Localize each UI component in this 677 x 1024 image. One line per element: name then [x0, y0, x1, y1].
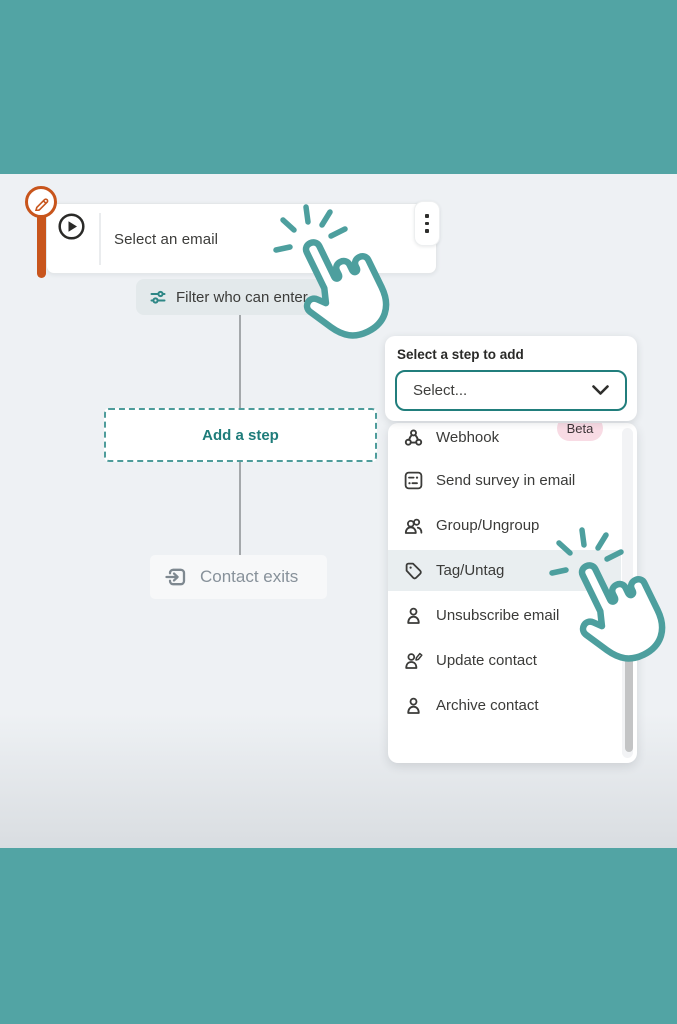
step-select-dropdown[interactable]: Select...: [395, 370, 627, 411]
pencil-icon: [34, 197, 48, 211]
exit-icon: [165, 568, 186, 586]
step-menu-button[interactable]: [414, 201, 440, 246]
filter-chip[interactable]: Filter who can enter: [136, 279, 345, 315]
step-picker-item-update-contact[interactable]: Update contact: [388, 638, 637, 683]
person-edit-icon: [404, 651, 423, 670]
webhook-icon: [404, 428, 423, 447]
click-hand-cursor: [549, 527, 666, 662]
step-item-label: Webhook: [436, 429, 500, 446]
step-item-label: Tag/Untag: [436, 562, 505, 579]
tag-icon: [404, 561, 423, 580]
group-icon: [404, 516, 423, 535]
card-divider: [99, 213, 101, 265]
beta-badge: Beta: [557, 423, 603, 441]
filter-chip-label: Filter who can enter: [176, 288, 308, 306]
chevron-down-icon: [592, 385, 609, 395]
step-item-label: Archive contact: [436, 697, 539, 714]
connector-line: [239, 462, 241, 555]
click-hand-cursor: [273, 204, 390, 339]
step-item-label: Group/Ungroup: [436, 517, 540, 534]
add-step-button[interactable]: Add a step: [104, 408, 377, 462]
step-picker-item-webhook[interactable]: Webhook Beta: [388, 423, 637, 460]
bottom-teal-band: [0, 848, 677, 1024]
add-step-label: Add a step: [202, 426, 279, 444]
person-icon: [404, 606, 423, 625]
play-icon: [58, 213, 85, 240]
person-icon: [404, 696, 423, 715]
step-picker-title: Select a step to add: [397, 347, 524, 362]
sliders-icon: [150, 290, 166, 304]
edit-marker-bar: [37, 210, 46, 278]
step-item-label: Unsubscribe email: [436, 607, 560, 624]
contact-exits-step: Contact exits: [150, 555, 327, 599]
step-item-label: Send survey in email: [436, 472, 576, 489]
email-step-label: Select an email: [114, 231, 219, 248]
kebab-menu-icon: [425, 214, 429, 218]
edit-pencil-badge[interactable]: [25, 186, 57, 218]
contact-exits-label: Contact exits: [200, 567, 299, 586]
connector-line: [239, 315, 241, 408]
click-sparks-icon: [549, 527, 624, 576]
scrollbar-thumb[interactable]: [625, 648, 633, 752]
step-picker-item-survey[interactable]: Send survey in email: [388, 458, 637, 503]
step-select-value: Select...: [413, 382, 468, 399]
step-picker-item-unsubscribe[interactable]: Unsubscribe email: [388, 593, 637, 638]
step-item-label: Update contact: [436, 652, 537, 669]
click-sparks-icon: [273, 204, 348, 253]
step-picker-item-group[interactable]: Group/Ungroup: [388, 503, 637, 548]
step-picker-item-archive-contact[interactable]: Archive contact: [388, 683, 637, 728]
top-teal-band: [0, 0, 677, 174]
step-picker-panel: Select a step to add Select...: [385, 336, 637, 421]
survey-icon: [404, 471, 423, 490]
